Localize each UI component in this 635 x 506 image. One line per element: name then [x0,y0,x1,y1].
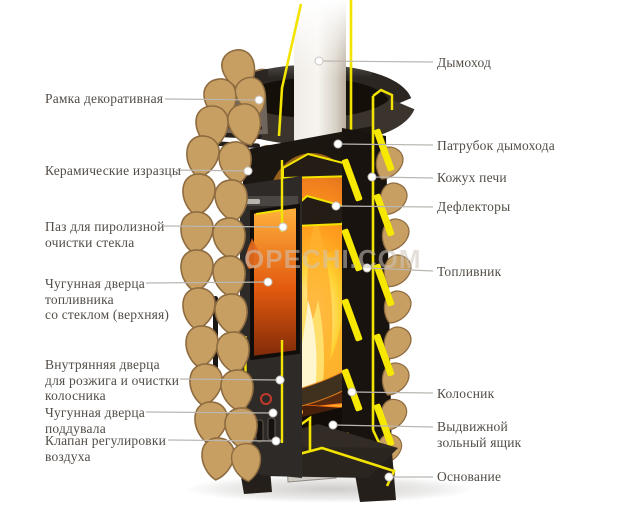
label-stove-casing: Кожух печи [437,170,507,185]
label-inner-kindling-door: Внутрянняя дверца для розжига и очистки … [45,357,180,403]
label-decorative-frame: Рамка декоративная [45,91,164,106]
label-firebox: Топливник [437,264,502,279]
label-pyrolysis-glass-groove: Паз для пиролизной очистки стекла [45,219,165,250]
label-ceramic-tiles: Керамические изразцы [45,163,182,178]
label-ash-pit-door: Чугунная дверца поддувала [45,405,145,436]
label-base: Основание [437,469,502,484]
ground-shadow [185,475,475,503]
callout-dots [243,56,394,482]
label-ash-drawer: Выдвижной зольный ящик [437,419,522,450]
pyrolysis-flame [245,238,260,269]
casing-cutaway [341,88,416,494]
label-grate: Колосник [437,386,495,401]
label-chimney-socket: Патрубок дымохода [437,138,555,153]
air-valve-ring [260,393,272,405]
leader-lines [145,60,434,478]
label-deflectors: Дефлекторы [437,199,511,214]
label-chimney: Дымоход [437,55,492,70]
label-upper-firebox-door: Чугунная дверца топливника со стеклом (в… [45,276,170,322]
label-air-control-valve: Клапан регулировки воздуха [45,433,167,464]
left-ceramic-tiles [177,45,274,484]
